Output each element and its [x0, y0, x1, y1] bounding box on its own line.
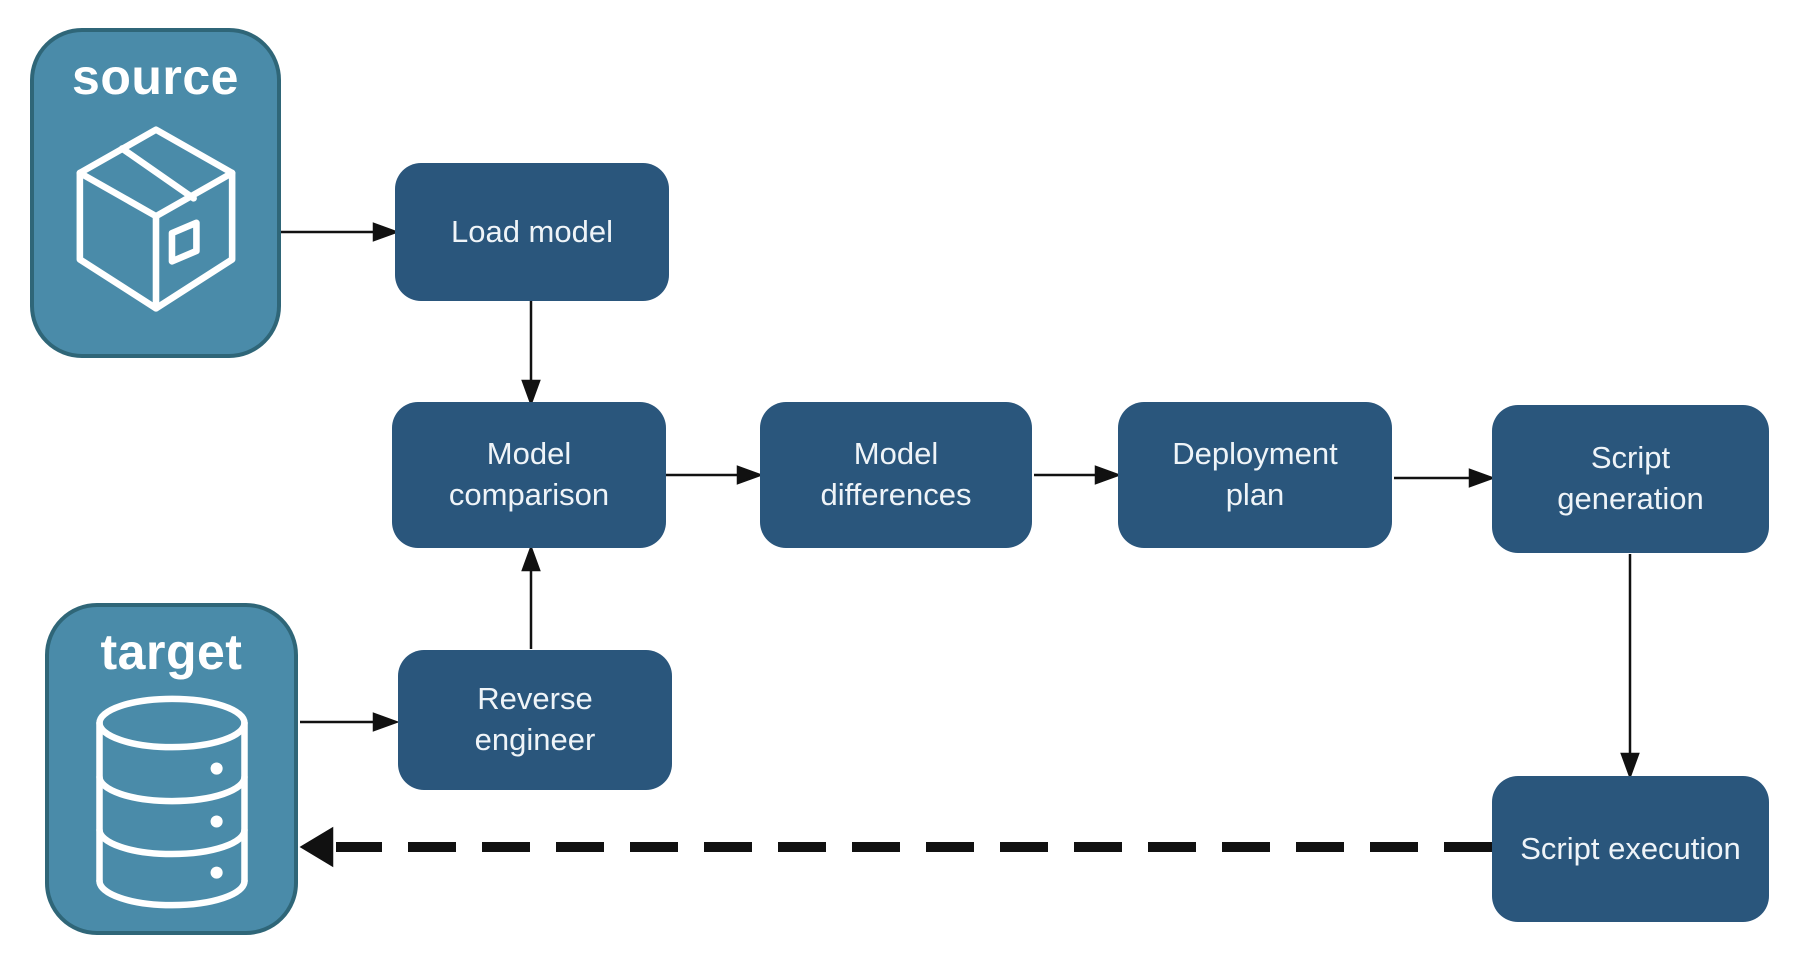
node-deployment-plan-label: Deployment plan [1172, 436, 1338, 512]
arrowhead-target [299, 826, 334, 868]
node-load-model: Load model [395, 163, 669, 301]
database-icon [95, 695, 248, 909]
node-load-model-label: Load model [450, 213, 613, 249]
node-model-comparison: Model comparison [392, 402, 666, 548]
arrowhead-deployment-plan [1094, 465, 1122, 485]
node-model-differences: Model differences [760, 402, 1032, 548]
node-model-comparison-label: Model comparison [448, 436, 610, 512]
node-model-differences-label: Model differences [820, 436, 972, 512]
arrowhead-reverse-engineer [372, 712, 400, 732]
node-script-execution-label: Script execution [1520, 830, 1741, 866]
store-source-label: source [72, 49, 239, 105]
node-script-generation-label: Script generation [1557, 440, 1704, 516]
arrowhead-script-execution [1620, 752, 1640, 780]
node-script-execution: Script execution [1492, 776, 1769, 922]
node-reverse-engineer: Reverse engineer [398, 650, 672, 790]
node-script-generation: Script generation [1492, 405, 1769, 553]
package-icon [76, 126, 235, 312]
store-source: source [30, 28, 281, 358]
arrowhead-load-model [372, 222, 400, 242]
store-target-label: target [100, 624, 243, 680]
node-reverse-engineer-label: Reverse engineer [474, 681, 596, 757]
store-target: target [45, 603, 298, 935]
arrowhead-model-comparison-bottom [521, 544, 541, 572]
arrowhead-model-comparison-top [521, 379, 541, 407]
arrowhead-script-generation [1468, 468, 1496, 488]
arrowhead-model-differences [736, 465, 764, 485]
node-deployment-plan: Deployment plan [1118, 402, 1392, 548]
